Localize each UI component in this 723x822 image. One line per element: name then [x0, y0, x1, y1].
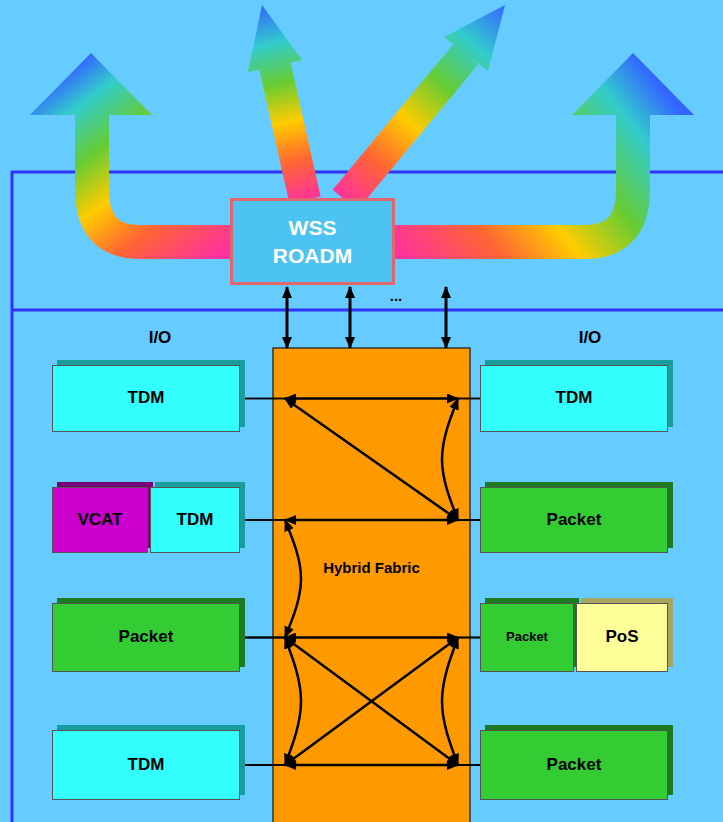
connector — [240, 520, 480, 521]
port-stub — [240, 637, 285, 639]
port-stub — [240, 519, 285, 521]
node-label: TDM — [556, 387, 593, 409]
rainbow-arrow-shaft — [92, 112, 232, 242]
rainbow-arrow-head — [248, 5, 302, 72]
connector-line — [349, 287, 352, 348]
rainbow-arrow-shaft — [393, 112, 633, 242]
port-stub — [240, 764, 285, 766]
node-label: WSS ROADM — [267, 214, 359, 269]
fabric-fill — [273, 348, 470, 822]
node-label: Packet — [506, 629, 548, 646]
port-stub — [458, 637, 480, 639]
connector — [350, 287, 351, 348]
connector — [240, 638, 301, 766]
node-label: Hybrid Fabric — [323, 558, 420, 578]
switch-path — [285, 764, 458, 767]
connector — [240, 637, 480, 638]
connector — [240, 399, 480, 521]
rainbow-arrow-shaft — [275, 66, 305, 200]
ellipsis-mark: ... — [390, 288, 403, 303]
io-card: VCAT — [52, 487, 148, 553]
connector-line — [286, 287, 289, 348]
switch-path — [285, 399, 458, 521]
port-stub — [458, 519, 480, 521]
rainbow-arrow-shaft — [345, 54, 466, 200]
switch-path — [285, 638, 458, 766]
port-stub — [458, 519, 480, 521]
io-card: Packet — [480, 603, 574, 672]
rainbow-arrow-head — [30, 53, 152, 115]
switch-path — [285, 636, 458, 639]
node-label: Packet — [119, 626, 174, 648]
switch-path — [285, 397, 458, 400]
io-card: TDM — [52, 730, 240, 800]
port-stub — [458, 519, 480, 521]
connector — [240, 638, 480, 766]
switch-path — [442, 638, 458, 766]
connector — [446, 287, 447, 348]
io-card: Packet — [52, 603, 240, 672]
port-stub — [240, 398, 285, 400]
io-heading: I/O — [579, 329, 602, 346]
connector — [442, 399, 480, 521]
io-card: TDM — [150, 487, 240, 553]
node-label: Packet — [547, 509, 602, 531]
port-stub — [240, 398, 285, 400]
connector-line — [445, 287, 448, 348]
roadm-box: WSS ROADM — [230, 198, 395, 285]
port-stub — [458, 764, 480, 766]
port-stub — [240, 519, 285, 521]
port-stub — [240, 637, 285, 639]
io-heading: I/O — [149, 329, 172, 346]
port-stub — [458, 637, 480, 639]
port-stub — [458, 764, 480, 766]
node-label: PoS — [605, 626, 638, 648]
node-label: Packet — [547, 754, 602, 776]
rainbow-arrow-head — [444, 5, 505, 71]
fabric-box: Hybrid Fabric — [273, 348, 470, 822]
port-stub — [458, 764, 480, 766]
frame-divider — [12, 309, 723, 312]
connector — [240, 520, 301, 638]
connector — [287, 287, 288, 348]
connector — [240, 638, 480, 766]
switch-path — [442, 399, 458, 521]
chassis-frame — [12, 172, 723, 822]
switch-path — [285, 638, 458, 766]
io-card: TDM — [52, 365, 240, 432]
connector — [240, 398, 480, 399]
connector — [240, 765, 480, 766]
node-label: TDM — [128, 754, 165, 776]
io-card: Packet — [480, 730, 668, 800]
port-stub — [458, 637, 480, 639]
port-stub — [240, 637, 285, 639]
node-label: TDM — [177, 509, 214, 531]
port-stub — [240, 637, 285, 639]
port-stub — [240, 764, 285, 766]
connector — [442, 638, 480, 766]
switch-path — [285, 638, 301, 766]
io-card: PoS — [576, 603, 668, 672]
node-label: TDM — [128, 387, 165, 409]
io-card: Packet — [480, 487, 668, 553]
port-stub — [240, 764, 285, 766]
node-label: VCAT — [77, 509, 122, 531]
port-stub — [458, 398, 480, 400]
switch-path — [285, 519, 458, 522]
rainbow-arrow-head — [572, 53, 694, 115]
switch-path — [285, 520, 301, 638]
io-card: TDM — [480, 365, 668, 432]
port-stub — [458, 398, 480, 400]
